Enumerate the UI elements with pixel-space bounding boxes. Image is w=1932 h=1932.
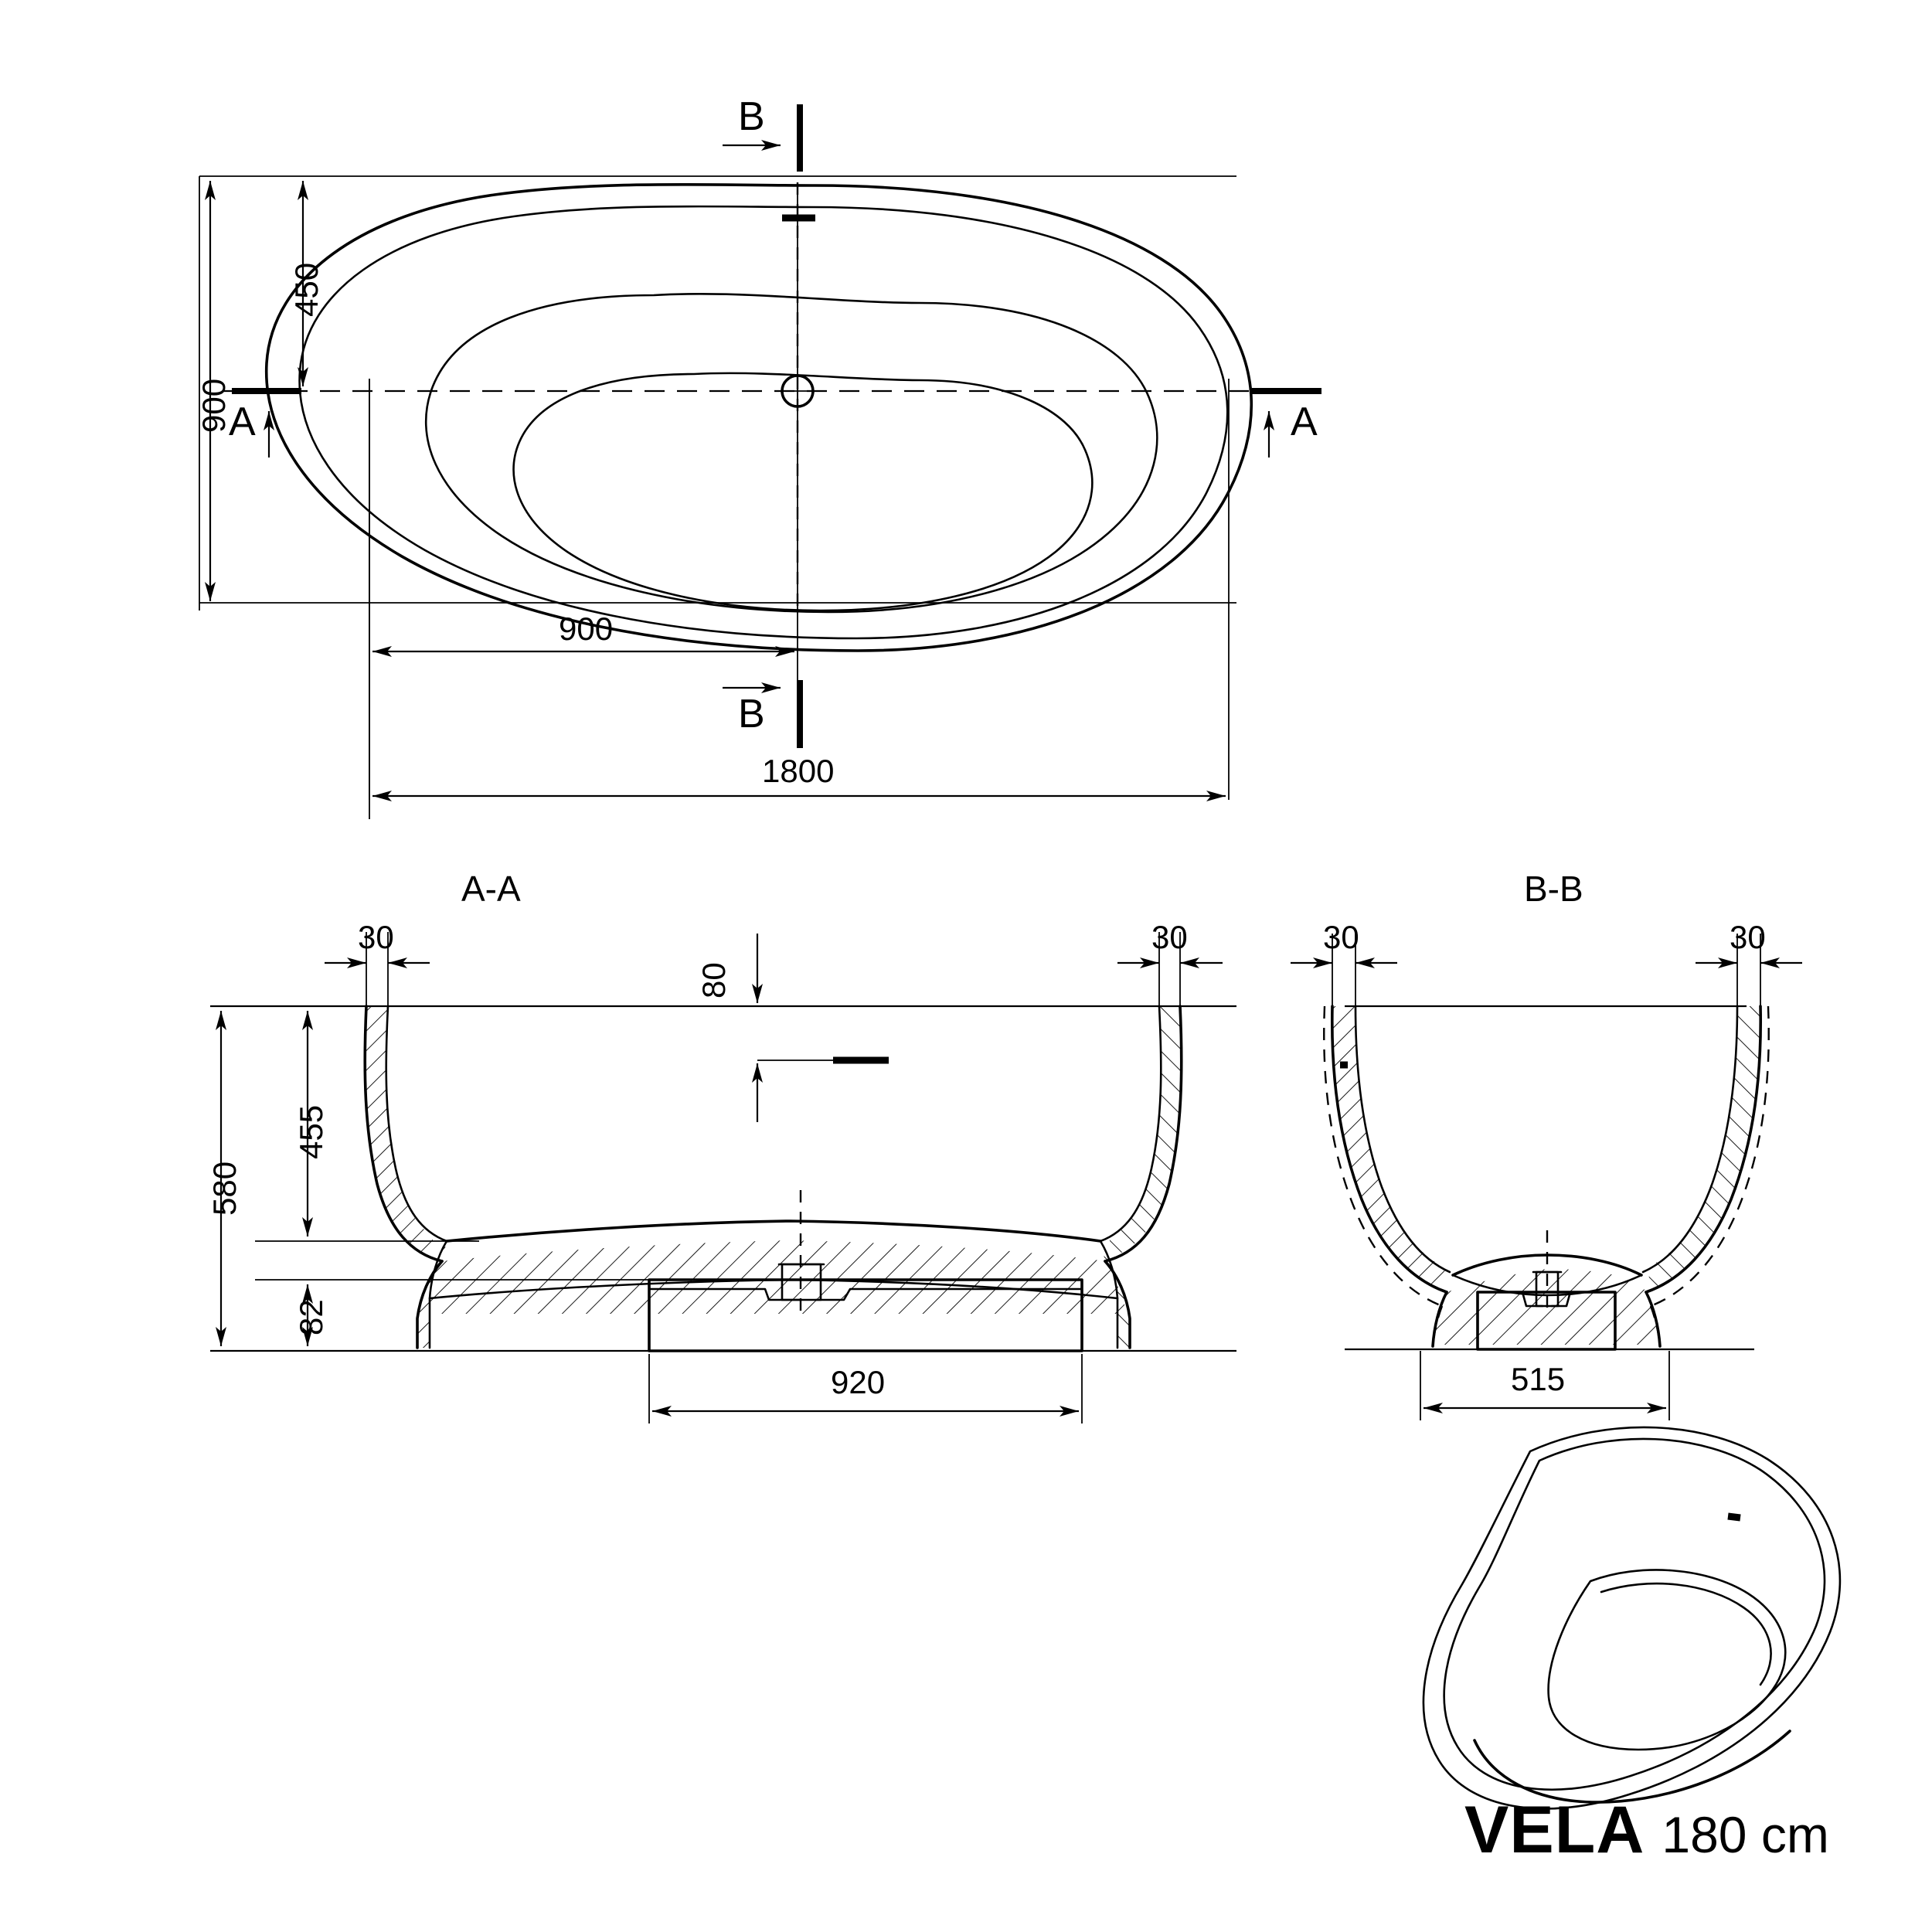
tub-rim-inner-edge: [298, 205, 1229, 640]
persp-overflow-slot: [1727, 1512, 1741, 1522]
bb-left-wall-outer: [1330, 1005, 1448, 1294]
aa-left-wall-fill: [365, 1006, 433, 1258]
aa-base-plinth-top-right: [815, 1287, 1083, 1301]
bb-left-hidden-edge: [1323, 1005, 1443, 1308]
dim-aa-wall-30-left: 30: [358, 919, 394, 955]
dim-top-inner-length-900: 900: [559, 611, 614, 647]
aa-right-wall-fill: [1110, 1006, 1182, 1258]
bb-base-plinth-top-left: [1476, 1291, 1544, 1308]
bb-right-hidden-edge: [1650, 1005, 1770, 1308]
dim-top-offset-450: 450: [288, 262, 325, 317]
bb-right-wall-fill: [1648, 1006, 1761, 1289]
product-name: VELA: [1464, 1793, 1645, 1867]
section-letter-b-bottom: B: [738, 692, 765, 736]
aa-bottom-slab-fill: [429, 1240, 1127, 1314]
bb-base-plinth-top-right: [1550, 1291, 1617, 1308]
persp-bowl-inner-shadow: [1600, 1582, 1772, 1686]
aa-left-wall-outer: [363, 1005, 444, 1263]
aa-left-foot-fill: [417, 1241, 447, 1348]
section-letter-a-right: A: [1291, 400, 1318, 444]
dim-aa-overall-height-580: 580: [206, 1161, 243, 1216]
aa-right-wall-outer: [1104, 1005, 1183, 1263]
dim-bb-wall-30-right: 30: [1730, 919, 1766, 955]
title-block: VELA 180 cm: [1464, 1797, 1829, 1863]
dim-aa-overflow-80: 80: [696, 962, 732, 998]
persp-bottom-shadow: [1473, 1730, 1791, 1804]
perspective-view-geometry: [1422, 1426, 1842, 1810]
section-title-bb: B-B: [1524, 869, 1583, 909]
bb-left-wall-fill: [1332, 1006, 1445, 1289]
aa-right-foot-fill: [1100, 1241, 1130, 1348]
section-title-aa: A-A: [461, 869, 521, 909]
aa-right-wall-inner: [1099, 1005, 1162, 1243]
persp-inner-rim: [1443, 1437, 1826, 1791]
product-size: 180 cm: [1662, 1806, 1829, 1863]
aa-bowl-floor-line: [445, 1219, 1102, 1243]
dim-top-overall-width-1800: 1800: [762, 753, 835, 789]
dim-aa-wall-30-right: 30: [1151, 919, 1188, 955]
bb-right-foot-hidden: [1649, 1305, 1662, 1347]
bb-right-wall-outer: [1645, 1005, 1763, 1294]
tub-bowl-upper-edge: [424, 293, 1158, 614]
bb-left-wall-inner: [1354, 1005, 1451, 1274]
dim-top-overall-depth-900: 900: [196, 378, 232, 433]
dim-aa-inner-height-455: 455: [293, 1104, 329, 1159]
persp-outer-rim: [1422, 1426, 1842, 1810]
bb-right-wall-inner: [1641, 1005, 1739, 1274]
tub-bowl-lower-edge: [512, 372, 1094, 612]
dim-aa-base-length-920: 920: [831, 1364, 886, 1400]
section-letter-a-left: A: [229, 400, 256, 444]
section-letter-b-top: B: [738, 94, 765, 139]
dim-bb-base-width-515: 515: [1511, 1361, 1566, 1397]
bb-left-foot-hidden: [1431, 1305, 1444, 1347]
top-view-geometry: [199, 104, 1323, 819]
dim-bb-wall-30-left: 30: [1323, 919, 1359, 955]
section-aa-geometry: [210, 932, 1236, 1423]
persp-bowl-opening: [1547, 1569, 1787, 1751]
aa-left-wall-inner: [385, 1005, 448, 1243]
section-bb-geometry: [1291, 934, 1802, 1420]
dim-aa-base-height-82: 82: [293, 1299, 329, 1335]
tub-outer-rim: [264, 182, 1253, 652]
